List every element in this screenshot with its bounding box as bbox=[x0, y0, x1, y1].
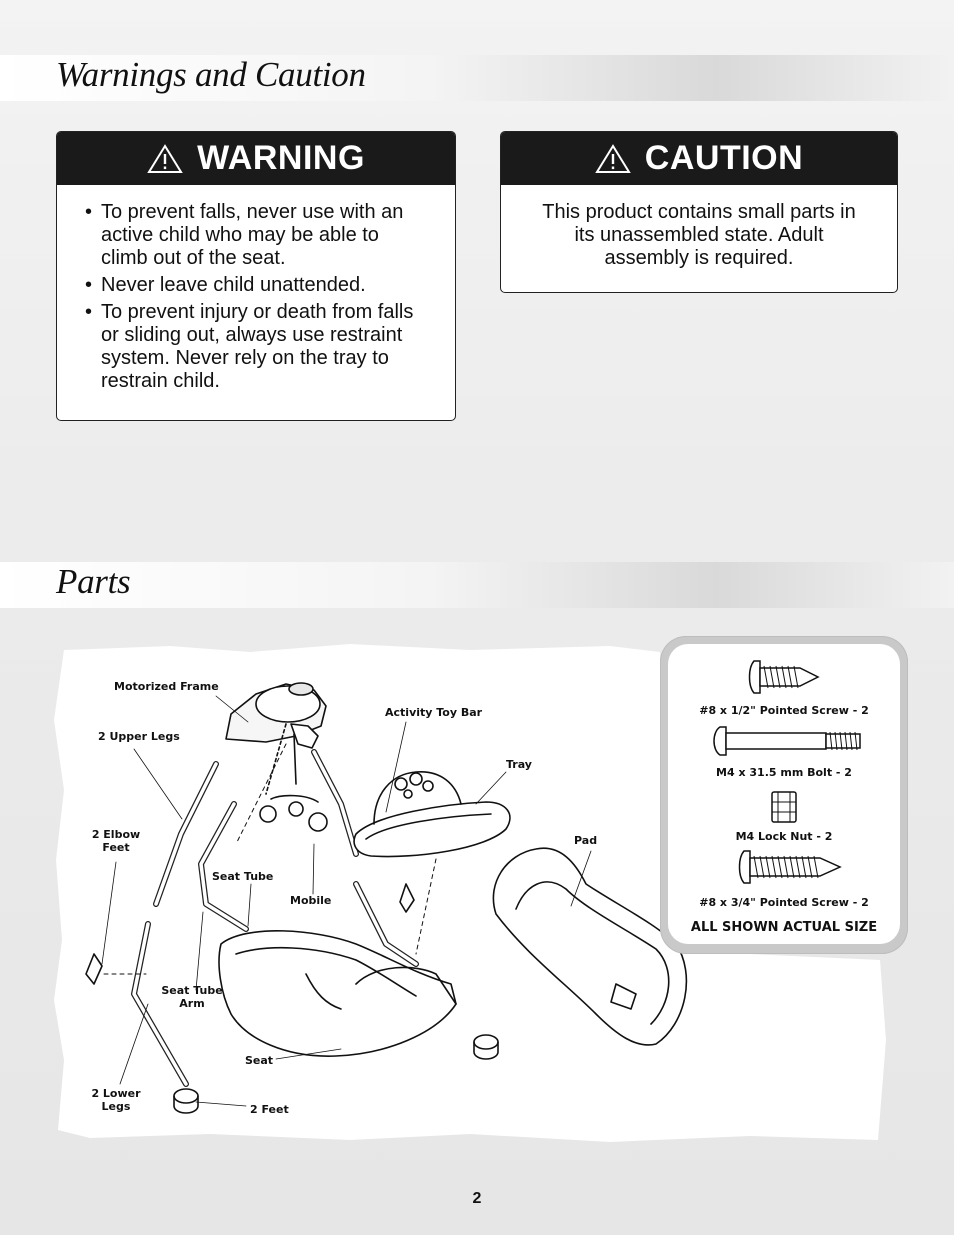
warnings-section-band bbox=[0, 55, 954, 101]
warning-item: To prevent injury or death from falls or… bbox=[85, 301, 429, 393]
caution-heading: CAUTION bbox=[644, 139, 804, 177]
hardware-lock-nut-label: M4 Lock Nut - 2 bbox=[735, 830, 833, 843]
page-number: 2 bbox=[472, 1190, 482, 1207]
warning-triangle-icon bbox=[147, 143, 183, 173]
warning-item: To prevent falls, never use with an acti… bbox=[85, 201, 429, 270]
pointed-screw-long-icon bbox=[738, 850, 842, 884]
lock-nut-icon bbox=[771, 791, 797, 823]
warning-item: Never leave child unattended. bbox=[85, 274, 429, 297]
label-feet: 2 Feet bbox=[250, 1103, 289, 1116]
label-activity-toy-bar: Activity Toy Bar bbox=[385, 706, 483, 719]
motorized-frame-drawing bbox=[225, 682, 327, 749]
hardware-actual-size-note: ALL SHOWN ACTUAL SIZE bbox=[690, 920, 878, 935]
bolt-icon bbox=[713, 726, 861, 756]
warning-heading: WARNING bbox=[197, 139, 365, 177]
caution-triangle-icon bbox=[595, 143, 631, 173]
warning-list: To prevent falls, never use with an acti… bbox=[57, 185, 455, 393]
label-motorized-frame: Motorized Frame bbox=[114, 680, 219, 693]
label-seat: Seat bbox=[245, 1054, 274, 1067]
hardware-box: #8 x 1/2" Pointed Screw - 2 M4 x 31.5 mm… bbox=[660, 636, 908, 954]
label-tray: Tray bbox=[506, 758, 532, 771]
pointed-screw-short-icon bbox=[748, 660, 820, 694]
hardware-screw-half-label: #8 x 1/2" Pointed Screw - 2 bbox=[699, 704, 869, 717]
label-elbow-feet: 2 Elbow Feet bbox=[91, 828, 141, 854]
warning-header: WARNING bbox=[57, 132, 455, 185]
hardware-screw-three-quarter-label: #8 x 3/4" Pointed Screw - 2 bbox=[699, 896, 869, 909]
hardware-bolt-label: M4 x 31.5 mm Bolt - 2 bbox=[716, 766, 852, 779]
label-mobile: Mobile bbox=[290, 894, 332, 907]
label-lower-legs: 2 Lower Legs bbox=[91, 1087, 141, 1113]
label-pad: Pad bbox=[574, 834, 598, 847]
label-seat-tube: Seat Tube bbox=[212, 870, 274, 883]
label-seat-tube-arm: Seat Tube Arm bbox=[161, 984, 223, 1010]
parts-illustration bbox=[85, 682, 688, 1114]
hardware-box-inner: #8 x 1/2" Pointed Screw - 2 M4 x 31.5 mm… bbox=[668, 644, 900, 944]
label-upper-legs: 2 Upper Legs bbox=[98, 730, 180, 743]
parts-section-band bbox=[0, 562, 954, 608]
caution-box: CAUTION This product contains small part… bbox=[500, 131, 898, 293]
caution-header: CAUTION bbox=[501, 132, 897, 185]
parts-section-title: Parts bbox=[56, 562, 131, 601]
caution-text: This product contains small parts in its… bbox=[542, 201, 856, 269]
warning-box: WARNING To prevent falls, never use with… bbox=[56, 131, 456, 421]
warnings-section-title: Warnings and Caution bbox=[56, 55, 366, 94]
